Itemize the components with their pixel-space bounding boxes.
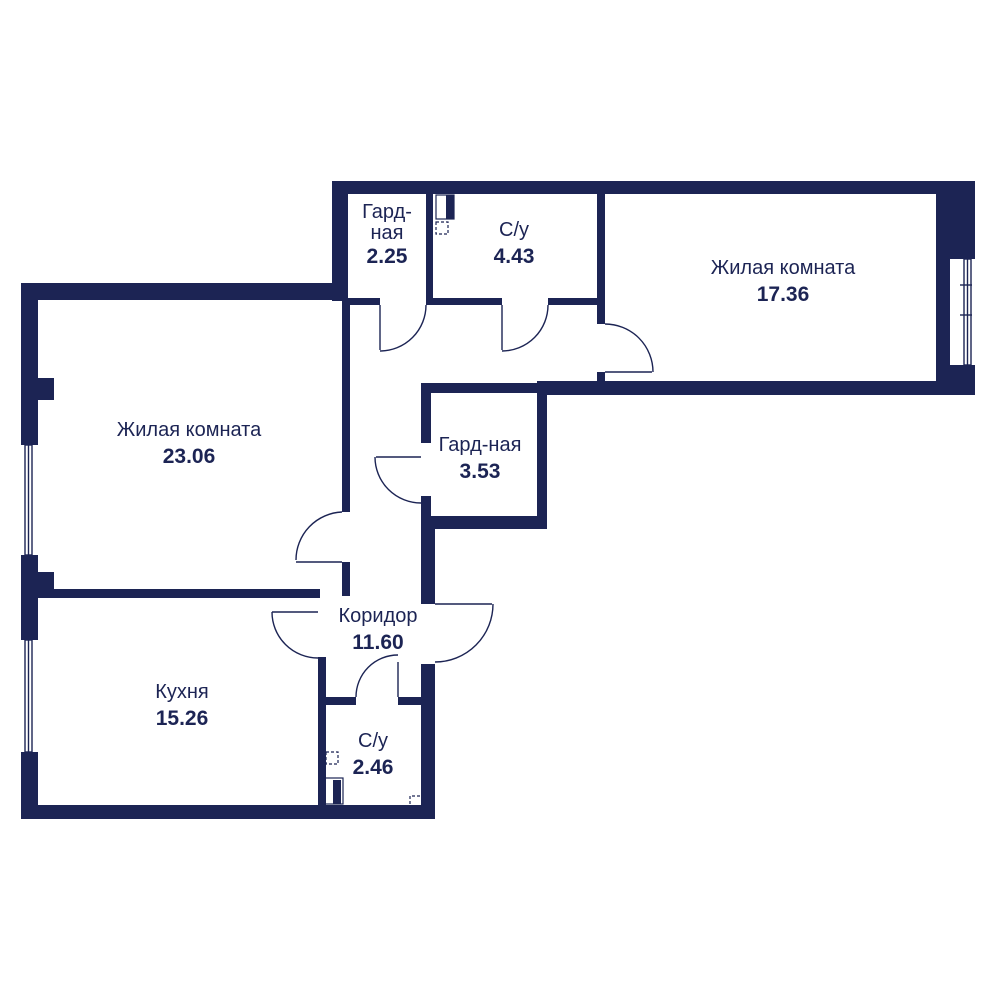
room-area: 17.36 xyxy=(756,283,810,306)
room-area: 11.60 xyxy=(352,631,404,654)
room-label-kitchen: Кухня 15.26 xyxy=(155,680,209,731)
room-name: Кухня xyxy=(155,681,209,703)
exterior-walls xyxy=(21,181,975,819)
room-name: Гард-ная xyxy=(438,434,522,456)
room-label-wardrobe-mid: Гард-ная 3.53 xyxy=(439,433,522,484)
room-label-corridor: Коридор 11.60 xyxy=(339,604,418,655)
room-label-living-right: Жилая комната 17.36 xyxy=(711,256,855,307)
interior-walls xyxy=(38,194,605,819)
room-label-bath-bottom: С/у 2.46 xyxy=(353,729,394,780)
room-name: Жилая комната xyxy=(116,419,262,441)
room-area: 2.46 xyxy=(352,756,394,779)
fixtures xyxy=(324,194,455,805)
room-name: С/у xyxy=(499,219,529,241)
room-label-bath-top: С/у 4.43 xyxy=(494,218,535,269)
windows xyxy=(24,258,972,753)
room-name: С/у xyxy=(358,730,388,752)
room-label-wardrobe-top: Гард- ная 2.25 xyxy=(362,202,412,268)
room-area: 15.26 xyxy=(155,707,209,730)
room-label-living-left: Жилая комната 23.06 xyxy=(117,418,261,469)
room-name: Коридор xyxy=(338,605,418,627)
room-area: 23.06 xyxy=(162,445,216,468)
room-area: 2.25 xyxy=(366,245,408,268)
doors xyxy=(271,304,654,698)
room-area: 4.43 xyxy=(493,245,535,268)
room-name: Гард- ная xyxy=(362,201,412,244)
room-name: Жилая комната xyxy=(710,257,856,279)
room-area: 3.53 xyxy=(459,460,501,483)
